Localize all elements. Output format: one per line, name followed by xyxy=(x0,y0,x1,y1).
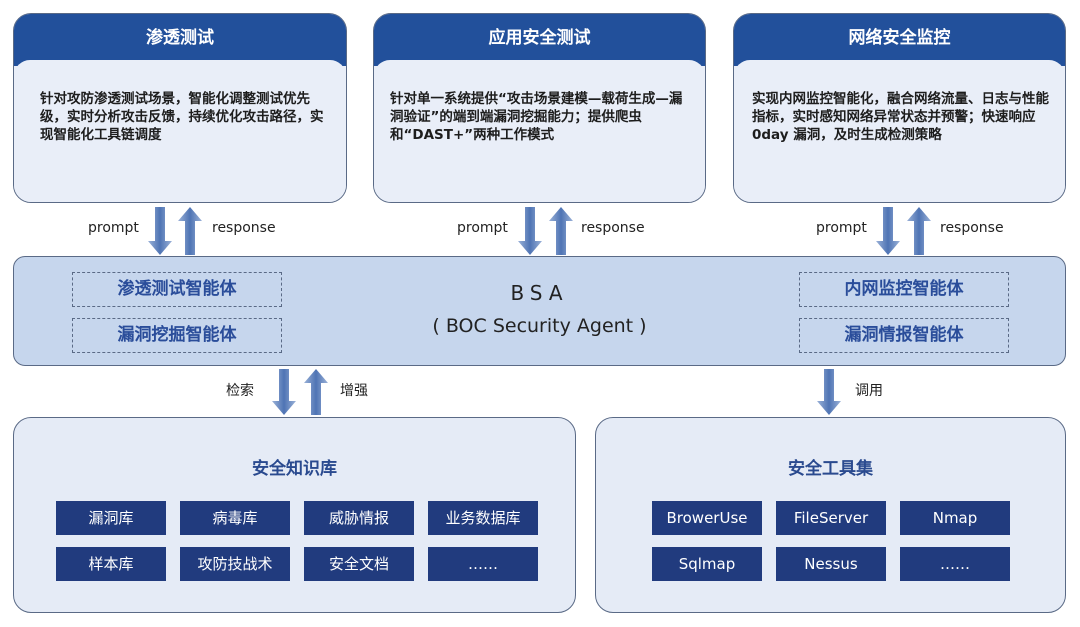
bsa-subtitle: ( BOC Security Agent ) xyxy=(432,315,647,337)
card-description: 针对单一系统提供“攻击场景建模—载荷生成—漏洞验证”的端到端漏洞挖掘能力；提供爬… xyxy=(374,60,705,202)
up-arrow-icon xyxy=(304,369,328,415)
kb-item: 病毒库 xyxy=(180,501,290,535)
card-app-security-testing: 应用安全测试 针对单一系统提供“攻击场景建模—载荷生成—漏洞验证”的端到端漏洞挖… xyxy=(373,13,706,203)
card-title: 应用安全测试 xyxy=(374,14,705,66)
invoke-label: 调用 xyxy=(855,383,883,399)
agent-vuln-mining: 漏洞挖掘智能体 xyxy=(72,318,282,353)
agent-penetration-testing: 渗透测试智能体 xyxy=(72,272,282,307)
prompt-label: prompt xyxy=(816,220,867,236)
agent-vuln-intelligence: 漏洞情报智能体 xyxy=(799,318,1009,353)
card-title: 网络安全监控 xyxy=(734,14,1065,66)
security-knowledge-base: 安全知识库 漏洞库 病毒库 威胁情报 业务数据库 样本库 攻防技战术 安全文档 … xyxy=(13,417,576,613)
down-arrow-icon xyxy=(148,207,172,255)
prompt-label: prompt xyxy=(457,220,508,236)
tool-item: Nessus xyxy=(776,547,886,581)
tool-item: BrowerUse xyxy=(652,501,762,535)
security-toolset: 安全工具集 BrowerUse FileServer Nmap Sqlmap N… xyxy=(595,417,1066,613)
bsa-title: BSA xyxy=(510,281,569,305)
response-label: response xyxy=(581,220,645,236)
response-label: response xyxy=(940,220,1004,236)
retrieve-label: 检索 xyxy=(226,383,254,399)
kb-item: 业务数据库 xyxy=(428,501,538,535)
prompt-label: prompt xyxy=(88,220,139,236)
up-arrow-icon xyxy=(907,207,931,255)
tool-item: …… xyxy=(900,547,1010,581)
down-arrow-icon xyxy=(817,369,841,415)
agent-intranet-monitoring: 内网监控智能体 xyxy=(799,272,1009,307)
knowledge-base-title: 安全知识库 xyxy=(252,459,337,479)
down-arrow-icon xyxy=(272,369,296,415)
up-arrow-icon xyxy=(549,207,573,255)
card-title: 渗透测试 xyxy=(14,14,346,66)
kb-item: 安全文档 xyxy=(304,547,414,581)
card-description: 实现内网监控智能化，融合网络流量、日志与性能指标，实时感知网络异常状态并预警；快… xyxy=(734,60,1065,202)
kb-item: 威胁情报 xyxy=(304,501,414,535)
bsa-agent-bar: 渗透测试智能体 漏洞挖掘智能体 BSA ( BOC Security Agent… xyxy=(13,256,1066,366)
tool-item: Nmap xyxy=(900,501,1010,535)
response-label: response xyxy=(212,220,276,236)
tool-item: FileServer xyxy=(776,501,886,535)
card-description: 针对攻防渗透测试场景，智能化调整测试优先级，实时分析攻击反馈，持续优化攻击路径，… xyxy=(14,60,346,202)
card-penetration-testing: 渗透测试 针对攻防渗透测试场景，智能化调整测试优先级，实时分析攻击反馈，持续优化… xyxy=(13,13,347,203)
tool-item: Sqlmap xyxy=(652,547,762,581)
kb-item: 漏洞库 xyxy=(56,501,166,535)
down-arrow-icon xyxy=(876,207,900,255)
kb-item: 样本库 xyxy=(56,547,166,581)
card-network-monitoring: 网络安全监控 实现内网监控智能化，融合网络流量、日志与性能指标，实时感知网络异常… xyxy=(733,13,1066,203)
toolset-title: 安全工具集 xyxy=(788,459,873,479)
up-arrow-icon xyxy=(178,207,202,255)
enhance-label: 增强 xyxy=(340,383,368,399)
kb-item: 攻防技战术 xyxy=(180,547,290,581)
down-arrow-icon xyxy=(518,207,542,255)
kb-item: …… xyxy=(428,547,538,581)
